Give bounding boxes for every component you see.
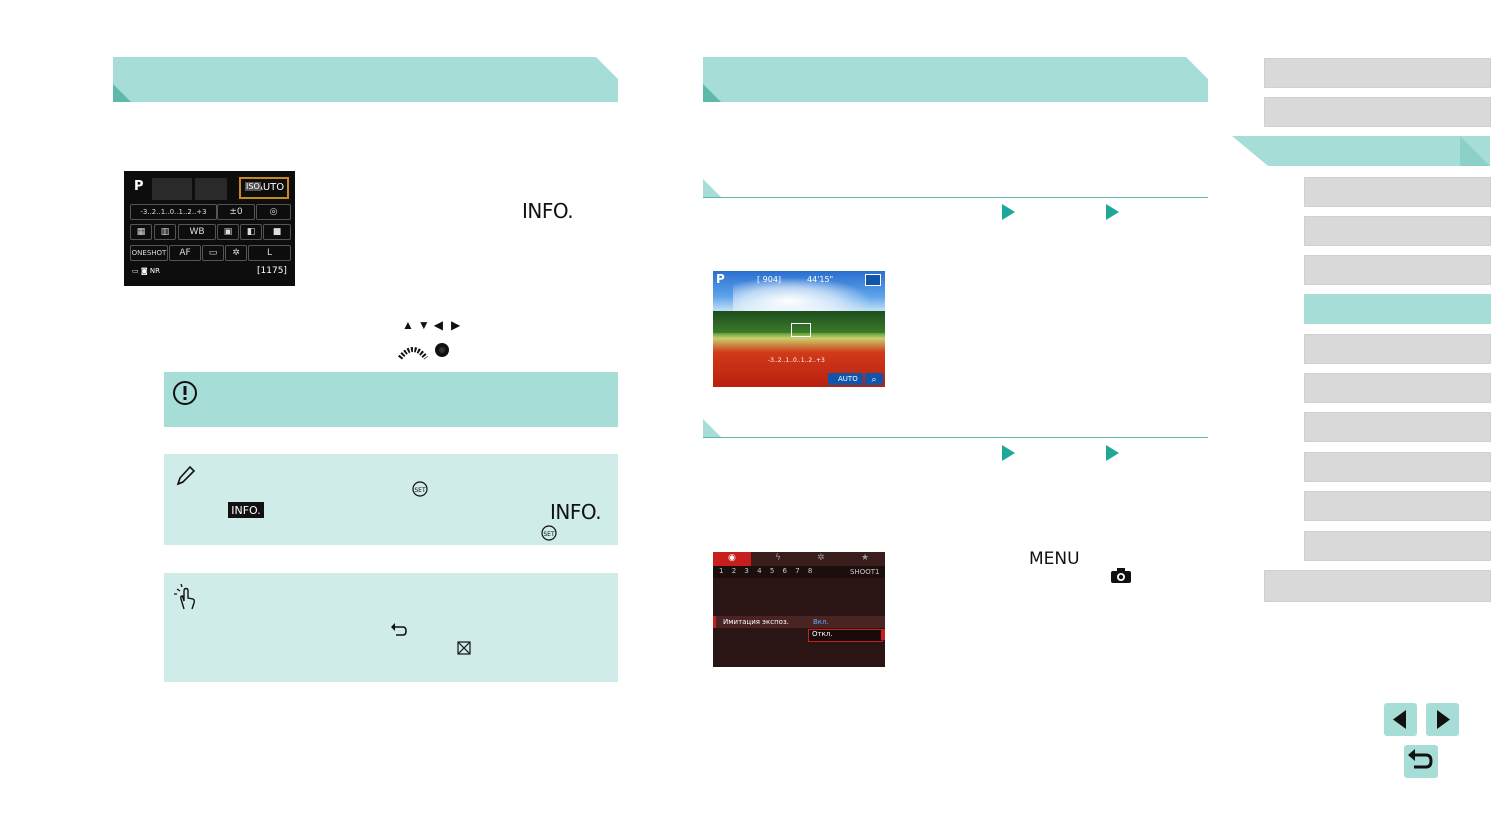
nav-top-1[interactable] [1264, 58, 1491, 88]
live-mode: P [716, 272, 725, 286]
svg-text:SET: SET [543, 531, 555, 538]
af-operation: ONESHOT [131, 249, 167, 257]
camera-tab-icon: ◉ [728, 553, 736, 563]
nav-sub-5[interactable] [1304, 334, 1491, 364]
nav-sub-3[interactable] [1304, 255, 1491, 285]
up-arrow-icon: ▲ [402, 318, 414, 332]
main-dial-icon [398, 343, 449, 360]
magnify-icon: ⌕ [865, 373, 883, 385]
note-box: SET INFO. INFO. SET [164, 454, 618, 545]
live-iso: AUTO [838, 375, 858, 383]
menu-option-off: Откл. [812, 630, 833, 638]
subheading-1 [703, 177, 1208, 198]
func-set-icon-2: SET [541, 525, 557, 541]
exposure-comp: ±0 [229, 207, 243, 217]
right-arrow-icon: ▶ [451, 318, 461, 332]
menu-option-on: Вкл. [813, 618, 829, 626]
image-quality: L [266, 248, 272, 258]
nav-sub-1[interactable] [1304, 177, 1491, 207]
shooting-mode: P [134, 179, 144, 194]
menu-item-label: Имитация экспоз. [723, 618, 789, 626]
subheading-2 [703, 417, 1208, 438]
menu-button-label: MENU [1029, 549, 1080, 569]
nav-sub-6[interactable] [1304, 373, 1491, 403]
live-shots: [ 904] [757, 275, 782, 284]
section-banner-right [703, 57, 1208, 102]
nav-top-2[interactable] [1264, 97, 1491, 127]
live-time: 44'15" [807, 275, 834, 284]
dial-icons [398, 341, 458, 361]
iso-value: AUTO [256, 182, 285, 193]
caution-box [164, 372, 618, 427]
exposure-scale: -3..2..1..0..1..2..+3 [140, 208, 207, 216]
down-arrow-icon: ▼ [417, 318, 430, 332]
nav-chapter-active[interactable] [1232, 136, 1490, 166]
left-arrow-icon: ◀ [433, 318, 444, 332]
camera-icon [1111, 568, 1131, 583]
nav-sub-9[interactable] [1304, 491, 1491, 521]
af-frame [791, 323, 811, 337]
af-method: AF [179, 248, 191, 258]
shots-remaining: [1175] [257, 266, 287, 276]
live-view-screen-image: P [ 904] 44'15" -3..2..1..0..1..2..+3 AU… [713, 271, 885, 387]
mode-arrow-icon-1 [1002, 204, 1015, 220]
return-page-button[interactable] [1404, 745, 1438, 778]
direction-keys-icons: ▲▼◀ ▶ [402, 318, 482, 336]
mode-arrow-icon-4 [1106, 445, 1119, 461]
nav-sub-7[interactable] [1304, 412, 1491, 442]
menu-tab-numbers: 1 2 3 4 5 6 7 8 [719, 567, 813, 575]
next-page-button[interactable] [1426, 703, 1459, 736]
return-icon [391, 623, 407, 636]
func-set-icon: SET [412, 481, 428, 497]
previous-page-button[interactable] [1384, 703, 1417, 736]
nav-sub-10[interactable] [1304, 531, 1491, 561]
info-button-label-note: INFO. [550, 500, 602, 524]
iso-selected [239, 177, 289, 199]
info-button-icon: INFO. [228, 502, 264, 518]
section-banner-left [113, 57, 618, 102]
live-exposure-scale: -3..2..1..0..1..2..+3 [768, 357, 825, 364]
nav-sub-2[interactable] [1304, 216, 1491, 246]
menu-tab-name: SHOOT1 [850, 568, 880, 576]
mode-arrow-icon-2 [1106, 204, 1119, 220]
quick-control-screen-image: P AUTO ISO -3..2..1..0..1..2..+3 ±0 ◎ ▦ … [124, 171, 295, 286]
touch-operations-box [164, 573, 618, 682]
nav-bottom[interactable] [1264, 570, 1491, 602]
mode-arrow-icon-3 [1002, 445, 1015, 461]
pencil-icon [176, 465, 196, 486]
touch-icon [174, 583, 196, 610]
close-box-icon [457, 641, 471, 655]
nav-sub-4-active[interactable] [1304, 294, 1491, 324]
menu-screen-image: ◉ ϟ ✲ ★ 1 2 3 4 5 6 7 8 SHOOT1 Имитация … [713, 552, 885, 667]
caution-icon [173, 381, 197, 405]
info-button-label: INFO. [522, 199, 574, 223]
wb-label: WB [189, 227, 205, 237]
svg-text:SET: SET [414, 487, 426, 494]
nav-sub-8[interactable] [1304, 452, 1491, 482]
